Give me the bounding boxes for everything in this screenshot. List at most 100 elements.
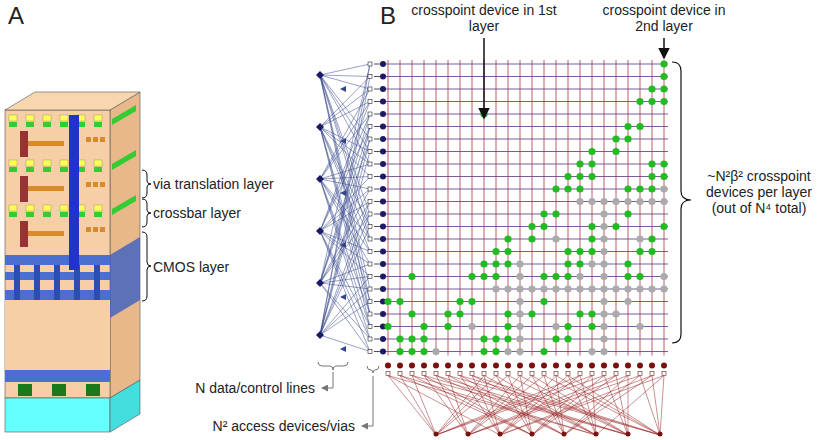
- stroke: [320, 335, 370, 352]
- dot: [384, 323, 391, 330]
- stroke: [468, 376, 544, 436]
- dot: [380, 136, 386, 142]
- stroke: [320, 302, 370, 336]
- dot: [384, 298, 391, 305]
- dot: [660, 198, 667, 205]
- stroke: [94, 205, 102, 211]
- stroke: [320, 77, 370, 336]
- chip-stack: [5, 92, 140, 432]
- stroke: [320, 102, 370, 128]
- dot: [636, 98, 643, 105]
- stroke: [60, 212, 68, 217]
- stroke: [436, 376, 496, 436]
- stroke: [506, 372, 510, 376]
- stroke: [94, 115, 102, 121]
- stroke: [320, 127, 370, 177]
- dot: [624, 123, 631, 130]
- dot: [492, 273, 499, 280]
- stroke: [100, 137, 105, 142]
- leader-lines: [318, 362, 379, 426]
- stroke: [320, 127, 370, 314]
- dot: [553, 363, 559, 369]
- dot: [589, 363, 595, 369]
- dot: [530, 432, 535, 437]
- dot: [505, 363, 511, 369]
- dot: [408, 348, 415, 355]
- stroke: [500, 376, 664, 436]
- dot: [564, 335, 571, 342]
- stroke: [43, 122, 51, 127]
- dot: [600, 235, 607, 242]
- stroke: [20, 221, 28, 247]
- stroke: [112, 150, 136, 170]
- stroke: [472, 376, 500, 436]
- dot: [624, 273, 631, 280]
- dot: [612, 285, 619, 292]
- dot: [504, 248, 511, 255]
- dot: [600, 310, 607, 317]
- stroke: [368, 150, 372, 154]
- dot: [409, 363, 415, 369]
- stroke: [340, 294, 346, 300]
- dot: [588, 348, 595, 355]
- dot: [612, 198, 619, 205]
- stroke: [112, 105, 136, 125]
- stroke: [320, 75, 370, 214]
- dot: [624, 285, 631, 292]
- dot: [492, 285, 499, 292]
- dot: [380, 349, 386, 355]
- stroke: [544, 376, 660, 436]
- dot: [588, 148, 595, 155]
- dot: [564, 185, 571, 192]
- stroke: [496, 60, 497, 356]
- stroke: [9, 167, 17, 172]
- stroke: [400, 60, 401, 356]
- stroke: [316, 71, 324, 79]
- dot: [380, 74, 386, 80]
- dot: [565, 363, 571, 369]
- stroke: [320, 64, 370, 335]
- stroke: [340, 242, 346, 248]
- stroke: [340, 346, 346, 352]
- dot: [468, 323, 475, 330]
- dot: [456, 298, 463, 305]
- dot: [480, 335, 487, 342]
- dot: [456, 310, 463, 317]
- stroke: [436, 376, 580, 436]
- stroke: [93, 182, 98, 187]
- stroke: [320, 127, 370, 152]
- dot: [444, 310, 451, 317]
- dot: [492, 260, 499, 267]
- stroke: [384, 226, 668, 227]
- dot: [564, 248, 571, 255]
- stroke: [340, 190, 346, 196]
- stroke: [320, 179, 370, 314]
- stroke: [320, 75, 370, 77]
- dot: [445, 363, 451, 369]
- stroke: [54, 265, 60, 300]
- dot: [552, 273, 559, 280]
- stroke: [28, 231, 64, 236]
- stroke: [100, 227, 105, 232]
- dot: [624, 260, 631, 267]
- dot: [660, 223, 667, 230]
- dot: [600, 198, 607, 205]
- dot: [600, 335, 607, 342]
- stroke: [9, 205, 17, 211]
- stroke: [446, 372, 450, 376]
- stroke: [384, 251, 668, 252]
- stroke: [368, 262, 372, 266]
- stroke: [43, 205, 51, 211]
- layer-label: crossbar layer: [153, 205, 303, 221]
- dot: [540, 348, 547, 355]
- stroke: [5, 370, 110, 382]
- dot: [612, 135, 619, 142]
- dot: [552, 210, 559, 217]
- stroke: [384, 64, 668, 65]
- dot: [552, 185, 559, 192]
- stroke: [320, 127, 370, 227]
- dot: [576, 198, 583, 205]
- stroke: [340, 86, 346, 92]
- dot: [564, 323, 571, 330]
- stroke: [320, 179, 370, 339]
